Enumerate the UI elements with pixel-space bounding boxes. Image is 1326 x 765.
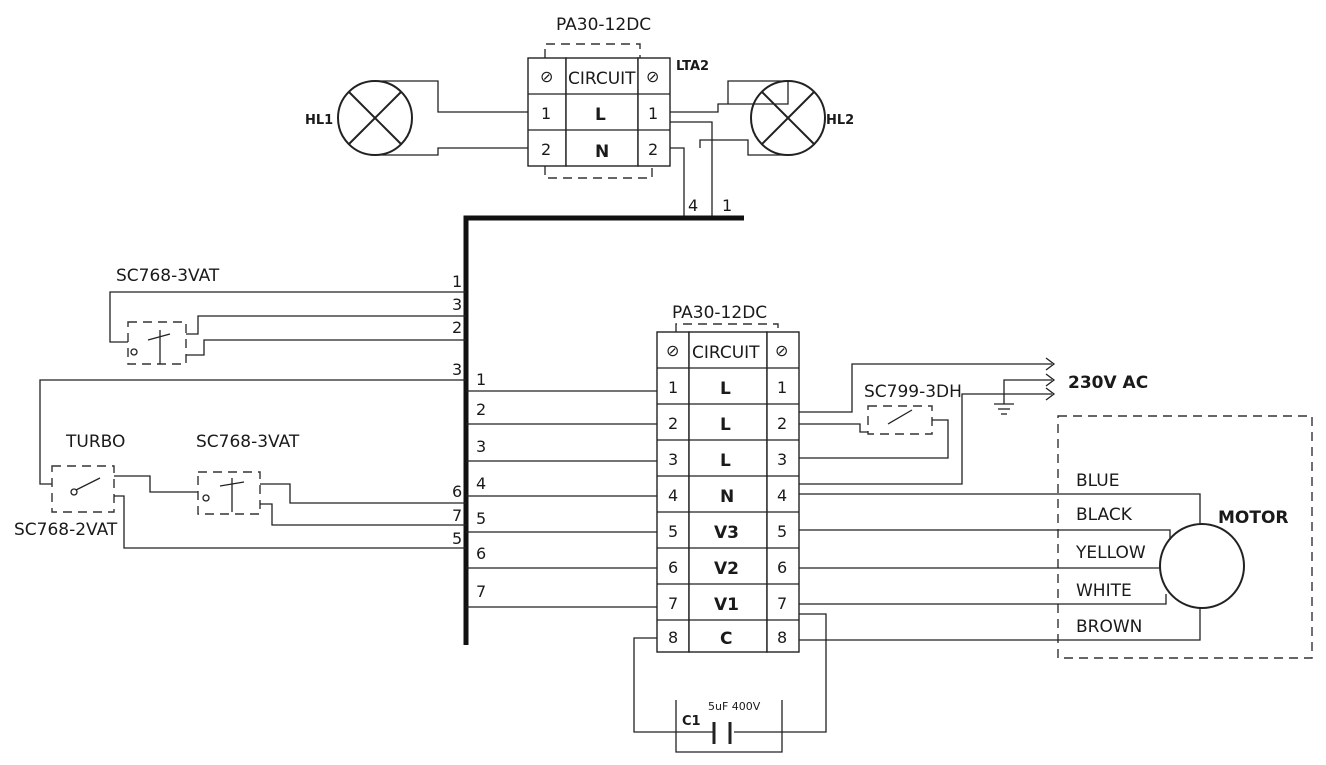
bus-right-number: 7	[476, 582, 486, 601]
top-terminal-row2-left: 2	[541, 140, 551, 159]
top-terminal-right-screw-icon: ⊘	[646, 67, 659, 86]
main-terminal-header: CIRCUIT	[692, 343, 760, 363]
main-row2-mid: L	[720, 415, 731, 435]
bus-right-number: 4	[476, 474, 486, 493]
power-switch-label: SC799-3DH	[864, 382, 962, 402]
main-row5-left: 5	[668, 522, 678, 541]
main-terminal-left-screw-icon: ⊘	[666, 341, 679, 360]
bus-left-numbers: 1 3 2 3 6 7 5	[452, 272, 462, 548]
power-label: 230V AC	[1068, 373, 1148, 393]
switch-turbo: TURBO SC768-2VAT	[14, 379, 466, 549]
motor: MOTOR BLUE BLACK YELLOW WHITE BROWN	[799, 415, 1313, 659]
bus-right-number: 6	[476, 544, 486, 563]
main-row8-right: 8	[777, 628, 787, 647]
main-row7-right: 7	[777, 594, 787, 613]
motor-wire-blue: BLUE	[1076, 471, 1119, 491]
top-terminal-model: PA30-12DC	[556, 15, 651, 35]
main-row1-left: 1	[668, 378, 678, 397]
switch-turbo-label: TURBO	[65, 432, 125, 452]
main-row7-left: 7	[668, 594, 678, 613]
motor-label: MOTOR	[1218, 508, 1289, 528]
main-row1-mid: L	[720, 379, 731, 399]
main-row4-left: 4	[668, 486, 678, 505]
motor-wire-black: BLACK	[1076, 505, 1133, 525]
lamp-hl2-label: HL2	[826, 113, 854, 128]
bus-left-number: 1	[452, 272, 462, 291]
main-row4-right: 4	[777, 486, 787, 505]
main-row3-right: 3	[777, 450, 787, 469]
main-row1-right: 1	[777, 378, 787, 397]
top-bus-number-2: 1	[722, 196, 732, 215]
switch-top-label: SC768-3VAT	[116, 266, 220, 286]
top-terminal-row1-right: 1	[648, 104, 658, 123]
top-terminal-header: CIRCUIT	[568, 69, 636, 89]
bus-to-terminal-wires	[466, 390, 657, 608]
main-row5-right: 5	[777, 522, 787, 541]
main-row6-right: 6	[777, 558, 787, 577]
bus-left-number: 5	[452, 529, 462, 548]
capacitor-value: 5uF 400V	[708, 700, 761, 713]
switch-sc768-3vat-top: SC768-3VAT	[109, 266, 466, 365]
lamp-wiring: 4 1	[375, 80, 789, 216]
bus-left-number: 7	[452, 506, 462, 525]
main-terminal-model: PA30-12DC	[672, 303, 767, 323]
bus-right-number: 3	[476, 437, 486, 456]
bus-right-number: 1	[476, 370, 486, 389]
top-terminal-row2-right: 2	[648, 140, 658, 159]
top-terminal-block: PA30-12DC LTA2 ⊘ CIRCUIT ⊘ 1 L 1 2 N 2	[527, 15, 709, 179]
top-terminal-row2-mid: N	[595, 142, 609, 162]
top-terminal-left-screw-icon: ⊘	[540, 67, 553, 86]
bus-right-number: 2	[476, 400, 486, 419]
switch-mid-label: SC768-3VAT	[196, 432, 300, 452]
bus-left-number: 6	[452, 482, 462, 501]
top-terminal-tag: LTA2	[676, 59, 709, 74]
bus-left-number: 3	[452, 295, 462, 314]
main-row8-mid: C	[720, 629, 732, 649]
main-row5-mid: V3	[714, 523, 739, 543]
lamp-hl1-label: HL1	[305, 113, 333, 128]
top-bus-number-1: 4	[688, 196, 698, 215]
motor-wire-white: WHITE	[1076, 581, 1132, 601]
bus-right-number: 5	[476, 509, 486, 528]
main-row8-left: 8	[668, 628, 678, 647]
main-row6-left: 6	[668, 558, 678, 577]
motor-wire-yellow: YELLOW	[1075, 543, 1146, 563]
switch-sc768-3vat-mid: SC768-3VAT	[196, 432, 466, 526]
motor-wire-brown: BROWN	[1076, 617, 1142, 637]
main-row2-right: 2	[777, 414, 787, 433]
top-terminal-row1-left: 1	[541, 104, 551, 123]
top-terminal-row1-mid: L	[595, 105, 606, 125]
main-row3-mid: L	[720, 451, 731, 471]
switch-bottom-label: SC768-2VAT	[14, 520, 118, 540]
main-row7-mid: V1	[714, 595, 739, 615]
capacitor-ref: C1	[682, 714, 701, 729]
main-terminal-right-screw-icon: ⊘	[775, 341, 788, 360]
bus-left-number: 2	[452, 318, 462, 337]
main-row2-left: 2	[668, 414, 678, 433]
bus-right-numbers: 1 2 3 4 5 6 7	[476, 370, 486, 601]
main-terminal-block: PA30-12DC ⊘ CIRCUIT ⊘ 1 L 1 2 L 2 3 L 3 …	[656, 303, 800, 653]
capacitor-c1: C1 5uF 400V	[633, 613, 827, 753]
bus-left-number: 3	[452, 360, 462, 379]
power-switch: SC799-3DH 230V AC	[799, 357, 1148, 485]
main-row3-left: 3	[668, 450, 678, 469]
main-row4-mid: N	[720, 487, 734, 507]
lamp-hl2: HL2	[750, 80, 854, 156]
lamp-hl1: HL1	[305, 80, 413, 156]
main-row6-mid: V2	[714, 559, 739, 579]
